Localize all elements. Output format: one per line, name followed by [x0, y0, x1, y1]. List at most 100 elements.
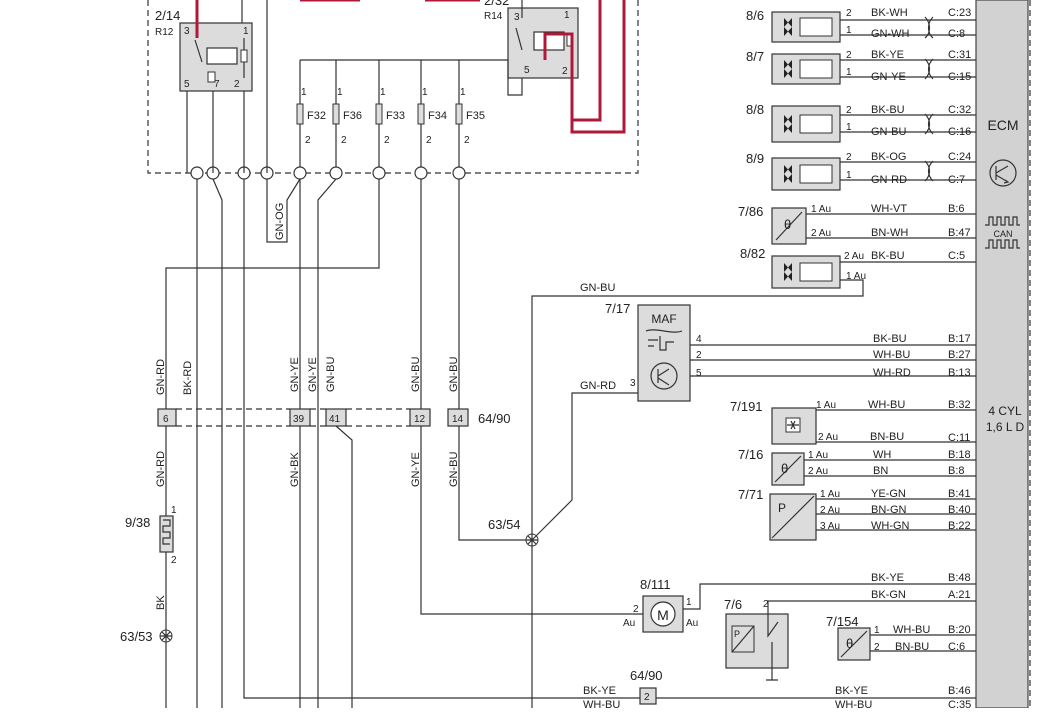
svg-text:C:31: C:31 [948, 49, 971, 61]
svg-text:GN-BU: GN-BU [448, 452, 460, 488]
injectors: 8/6 2 1 BK-WH GN-WH C:23 C:8 8/7 2 1 BK-… [746, 7, 976, 191]
svg-text:GN-BK: GN-BK [289, 452, 301, 488]
svg-text:BK-BU: BK-BU [873, 333, 907, 345]
svg-text:F33: F33 [386, 110, 405, 122]
svg-text:B:40: B:40 [948, 504, 971, 516]
svg-text:8/9: 8/9 [746, 151, 764, 166]
svg-text:2 Au: 2 Au [808, 466, 828, 477]
ecm-module: ECM CAN 4 CYL 1,6 L D [975, 0, 1031, 709]
svg-text:2: 2 [305, 135, 311, 146]
ecm-title: ECM [987, 117, 1018, 133]
svg-text:1 Au: 1 Au [811, 204, 831, 215]
svg-text:BN-GN: BN-GN [871, 504, 907, 516]
svg-text:7/6: 7/6 [724, 597, 742, 612]
sensor-7-16: 7/16 θ 1 Au 2 Au WH BN B:18 B:8 [738, 447, 976, 486]
svg-text:GN-BU: GN-BU [410, 357, 422, 393]
svg-text:B:17: B:17 [948, 333, 971, 345]
relay-2-32: 2/32 R14 3 1 5 2 [484, 0, 579, 79]
svg-text:1: 1 [301, 87, 307, 98]
svg-text:BK-GN: BK-GN [871, 589, 906, 601]
svg-text:B:22: B:22 [948, 520, 971, 532]
svg-text:2: 2 [846, 50, 852, 61]
svg-text:BK-YE: BK-YE [871, 572, 904, 584]
svg-text:6: 6 [163, 414, 169, 425]
svg-text:3: 3 [184, 26, 190, 37]
svg-text:B:27: B:27 [948, 349, 971, 361]
svg-text:B:48: B:48 [948, 572, 971, 584]
svg-text:YE-GN: YE-GN [871, 488, 906, 500]
svg-text:F32: F32 [307, 110, 326, 122]
sensor-7-86: 7/86 θ 1 Au 2 Au WH-VT BN-WH B:6 B:47 [738, 203, 976, 245]
svg-text:C:32: C:32 [948, 104, 971, 116]
svg-text:Au: Au [686, 618, 698, 629]
svg-text:2: 2 [696, 350, 702, 361]
splice-63-54: 63/54 [488, 517, 539, 547]
svg-text:θ: θ [846, 636, 853, 651]
svg-text:2: 2 [763, 599, 769, 610]
svg-text:3: 3 [514, 12, 520, 23]
svg-text:B:8: B:8 [948, 465, 965, 477]
svg-text:GN-YE: GN-YE [289, 357, 301, 392]
maf-label: MAF [651, 312, 676, 326]
svg-text:1: 1 [337, 87, 343, 98]
svg-text:BN-BU: BN-BU [870, 431, 904, 443]
svg-text:P: P [778, 501, 786, 515]
svg-text:2: 2 [644, 692, 650, 703]
svg-text:GN-RD: GN-RD [155, 451, 167, 487]
svg-text:C:24: C:24 [948, 151, 971, 163]
svg-text:5: 5 [524, 65, 530, 76]
svg-text:64/90: 64/90 [630, 668, 663, 683]
svg-text:1: 1 [422, 87, 428, 98]
svg-text:Au: Au [623, 618, 635, 629]
svg-text:2: 2 [234, 79, 240, 90]
fuse-row: F32 F36 F33 F34 F35 1 1 1 1 1 2 2 2 2 2 [296, 60, 485, 173]
svg-text:P: P [734, 629, 740, 639]
svg-text:1: 1 [460, 87, 466, 98]
svg-text:C:16: C:16 [948, 126, 971, 138]
svg-text:2: 2 [846, 105, 852, 116]
switch-7-6: 7/6 2 Au P [724, 597, 789, 681]
svg-text:F35: F35 [466, 110, 485, 122]
svg-text:1: 1 [243, 26, 249, 37]
svg-text:1: 1 [686, 597, 692, 608]
svg-text:63/53: 63/53 [120, 629, 153, 644]
svg-text:B:47: B:47 [948, 227, 971, 239]
connector-64-90-bottom: 64/90 2 BK-YE WH-BU BK-YE WH-BU B:46 C:3… [583, 668, 971, 711]
svg-text:BK: BK [155, 595, 167, 610]
relay-2-32-sub: R14 [484, 11, 503, 22]
sensor-7-191: 7/191 1 Au 2 Au WH-BU BN-BU B:32 C:11 [730, 399, 976, 445]
fuse-f36 [332, 103, 340, 125]
svg-text:8/7: 8/7 [746, 49, 764, 64]
can-label: CAN [993, 229, 1012, 239]
relay-2-14-sub: R12 [155, 27, 174, 38]
svg-text:2: 2 [846, 152, 852, 163]
svg-text:7/16: 7/16 [738, 447, 763, 462]
motor-icon [650, 601, 676, 627]
fuse-f34 [417, 103, 425, 125]
svg-text:2 Au: 2 Au [811, 228, 831, 239]
svg-text:14: 14 [452, 414, 464, 425]
airflow-icon [648, 336, 674, 351]
svg-text:BK-OG: BK-OG [871, 151, 906, 163]
svg-text:3 Au: 3 Au [820, 521, 840, 532]
svg-text:8/6: 8/6 [746, 8, 764, 23]
svg-text:8/82: 8/82 [740, 246, 765, 261]
svg-text:WH-BU: WH-BU [868, 399, 905, 411]
svg-text:C:5: C:5 [948, 250, 965, 262]
svg-text:GN-BU: GN-BU [325, 357, 337, 393]
svg-text:C:11: C:11 [948, 432, 970, 444]
svg-text:8/111: 8/111 [640, 577, 671, 592]
svg-text:7/191: 7/191 [730, 399, 763, 414]
svg-text:BK-BU: BK-BU [871, 104, 905, 116]
relay-2-14-ref: 2/14 [155, 8, 180, 23]
svg-text:1 Au: 1 Au [846, 271, 866, 282]
svg-text:2: 2 [171, 555, 177, 566]
heater-9-38: 9/38 1 2 [125, 505, 177, 566]
svg-text:BK-YE: BK-YE [583, 685, 616, 697]
engine-line1: 4 CYL [988, 404, 1022, 418]
svg-text:GN-WH: GN-WH [871, 28, 910, 40]
svg-text:B:13: B:13 [948, 367, 971, 379]
svg-text:1 Au: 1 Au [816, 400, 836, 411]
